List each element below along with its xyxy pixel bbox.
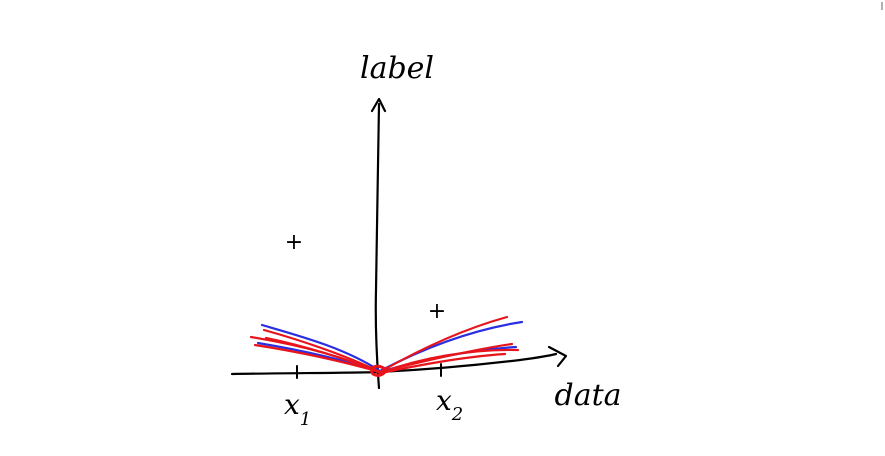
tick-label-x2: x2 xyxy=(436,384,463,425)
x-axis-arrowhead xyxy=(547,345,568,368)
tick-label-x1-base: x xyxy=(284,388,300,421)
red-curve-1 xyxy=(262,315,509,374)
tick-label-x1-subscript: 1 xyxy=(300,409,311,430)
data-point-marker-1: + xyxy=(285,230,303,255)
tick-label-x2-base: x xyxy=(436,384,452,417)
y-axis-arrowhead xyxy=(370,97,387,113)
tick-label-x1: x1 xyxy=(284,388,311,430)
y-axis-label: label xyxy=(360,51,434,86)
red-curve-4 xyxy=(264,336,507,375)
data-point-marker-2: + xyxy=(428,299,446,324)
red-origin-knot xyxy=(370,364,388,377)
x-axis-line xyxy=(230,352,558,376)
tick-label-x2-subscript: 2 xyxy=(451,404,463,425)
x-axis-label: data xyxy=(554,378,621,413)
y-axis-line xyxy=(374,102,381,390)
